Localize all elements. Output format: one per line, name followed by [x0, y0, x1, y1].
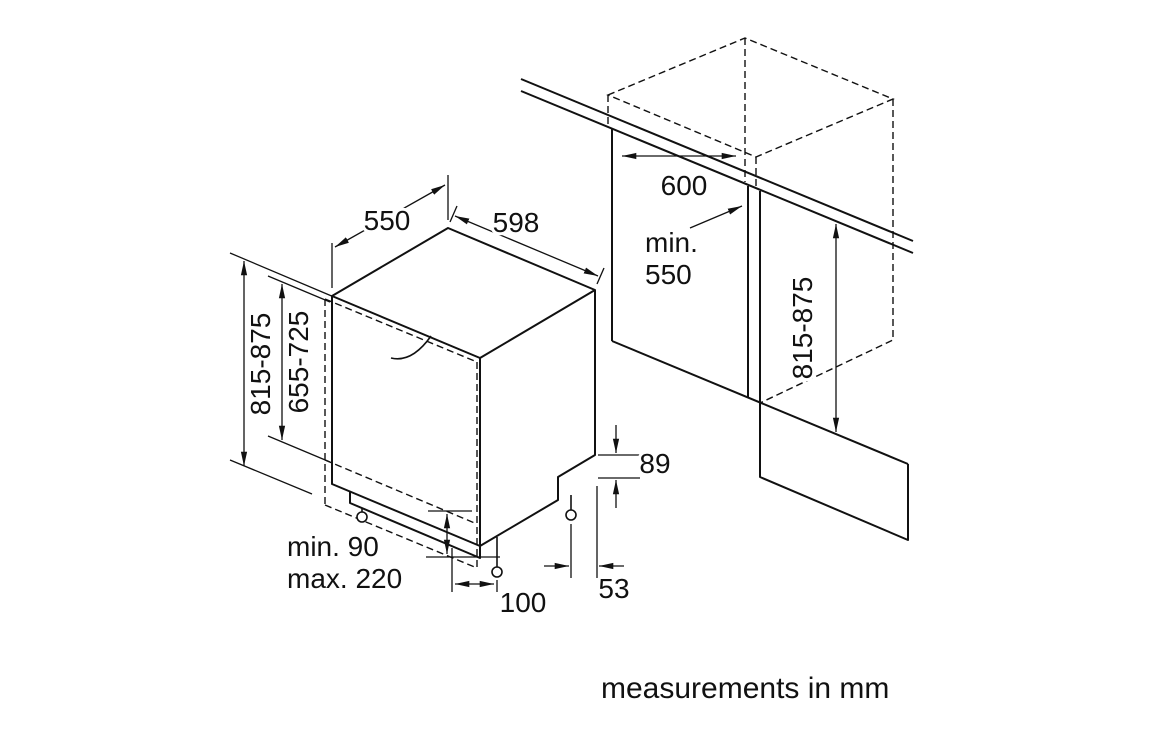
countertop-top-edge [520, 78, 914, 242]
dishwasher-right-side [479, 290, 596, 547]
dishwasher-top-face [331, 227, 596, 359]
dim-plinth-height: min. 90 max. 220 [284, 510, 500, 597]
leader-arrow [689, 205, 743, 229]
front-left-foot [356, 511, 368, 523]
dim-line [334, 184, 446, 248]
dishwasher-plinth [349, 492, 481, 559]
dim-niche-height: 815-875 [784, 224, 840, 432]
dim-appliance-width: 598 [449, 204, 605, 285]
plinth-min-label: min. 90 [287, 531, 379, 562]
dim-line [454, 215, 599, 277]
appliance-height-label: 815-875 [245, 313, 276, 416]
units-footnote: measurements in mm [601, 672, 889, 705]
countertop [520, 78, 914, 254]
panel-top-edge-dashed [324, 298, 478, 363]
niche-depth-value-label: 550 [645, 259, 692, 290]
niche-height-label: 815-875 [787, 277, 818, 380]
door-panel-height-label: 655-725 [283, 311, 314, 414]
appliance-width-label: 598 [493, 207, 540, 238]
ext-line [449, 205, 458, 223]
niche-dashed-outline [606, 37, 895, 404]
dim-niche-depth: min. 550 [642, 205, 743, 293]
rear-foot [565, 509, 577, 521]
toe-kick-label: 100 [500, 587, 547, 618]
appliance-depth-label: 550 [364, 205, 411, 236]
dim-appliance-height: 815-875 [229, 252, 335, 495]
door-panel-dashed [324, 298, 478, 569]
niche-back-right-edge-dashed [759, 99, 894, 404]
dim-door-panel-height: 655-725 [267, 275, 331, 463]
front-right-foot [491, 566, 503, 578]
dishwasher [331, 227, 596, 559]
dim-appliance-depth: 550 [331, 175, 449, 288]
niche-width-label: 600 [661, 170, 708, 201]
cabinet-pedestal [759, 403, 909, 541]
ext-line [229, 459, 313, 495]
dim-niche-width: 600 [622, 152, 736, 204]
dim-rear-recess: 89 [598, 425, 674, 508]
ext-line [596, 267, 605, 285]
rear-foot-offset-label: 53 [598, 573, 629, 604]
plinth-max-label: max. 220 [287, 563, 402, 594]
dim-toe-kick: 100 [451, 548, 549, 621]
dishwasher-front-face [331, 296, 481, 547]
dim-rear-foot-offset: 53 [544, 486, 633, 607]
niche-top-face-dashed [606, 37, 895, 158]
ext-line [267, 435, 331, 463]
rear-recess-label: 89 [639, 448, 670, 479]
panel-bottom-edge-dashed [324, 459, 478, 525]
niche-depth-prefix-label: min. [645, 227, 698, 258]
countertop-bottom-edge [520, 90, 914, 254]
adjustable-feet [356, 495, 577, 578]
ext-line [267, 275, 331, 303]
ext-line [229, 252, 335, 298]
door-opening-arc [390, 335, 432, 360]
